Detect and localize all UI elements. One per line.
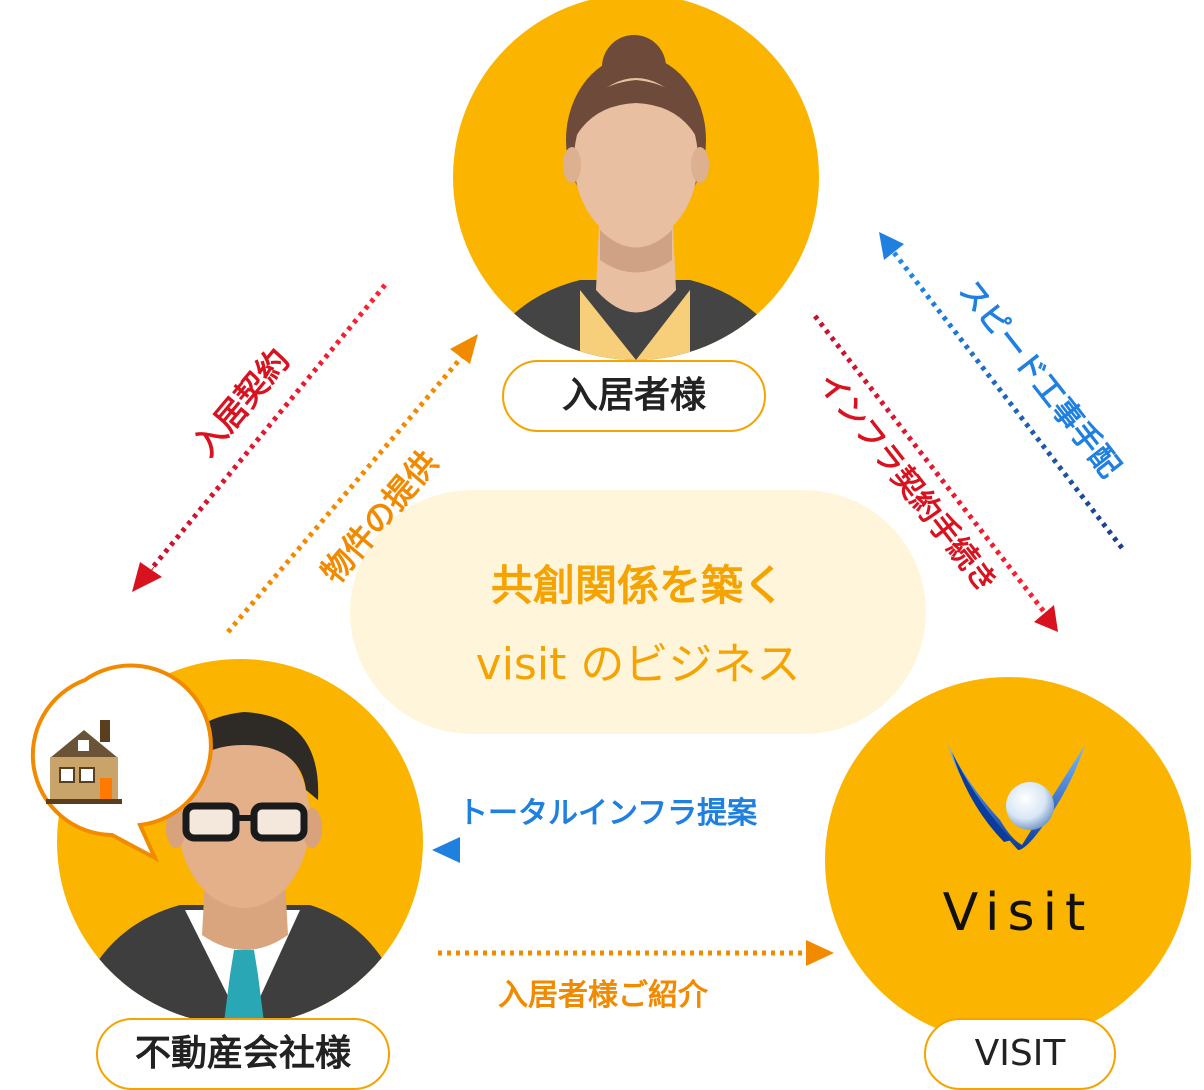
resident-label: 入居者様 xyxy=(502,360,766,432)
house-speech-bubble xyxy=(30,663,213,863)
arrow-visit-to-realestate xyxy=(432,837,810,863)
realestate-label: 不動産会社様 xyxy=(96,1018,390,1090)
visit-wordmark: Visit xyxy=(943,883,1094,943)
arrow-resident-to-visit xyxy=(813,314,1058,632)
center-subheading: visit のビジネス xyxy=(475,639,801,690)
visit-v-logo-icon xyxy=(948,745,1085,850)
label-realestate-to-visit: 入居者様ご紹介 xyxy=(498,978,708,1013)
center-heading: 共創関係を築く xyxy=(490,561,785,610)
house-icon xyxy=(46,720,122,804)
businessman-avatar-icon xyxy=(70,712,410,1025)
label-visit-to-realestate: トータルインフラ提案 xyxy=(458,796,758,831)
visit-label: VISIT xyxy=(924,1018,1116,1090)
center-bubble xyxy=(350,490,926,734)
arrow-realestate-to-resident xyxy=(226,334,478,634)
arrow-visit-to-resident xyxy=(879,232,1124,550)
arrow-resident-to-realestate xyxy=(132,283,387,592)
resident-circle xyxy=(453,0,819,360)
visit-circle: Visit xyxy=(825,677,1191,1043)
arrow-realestate-to-visit xyxy=(438,940,834,966)
